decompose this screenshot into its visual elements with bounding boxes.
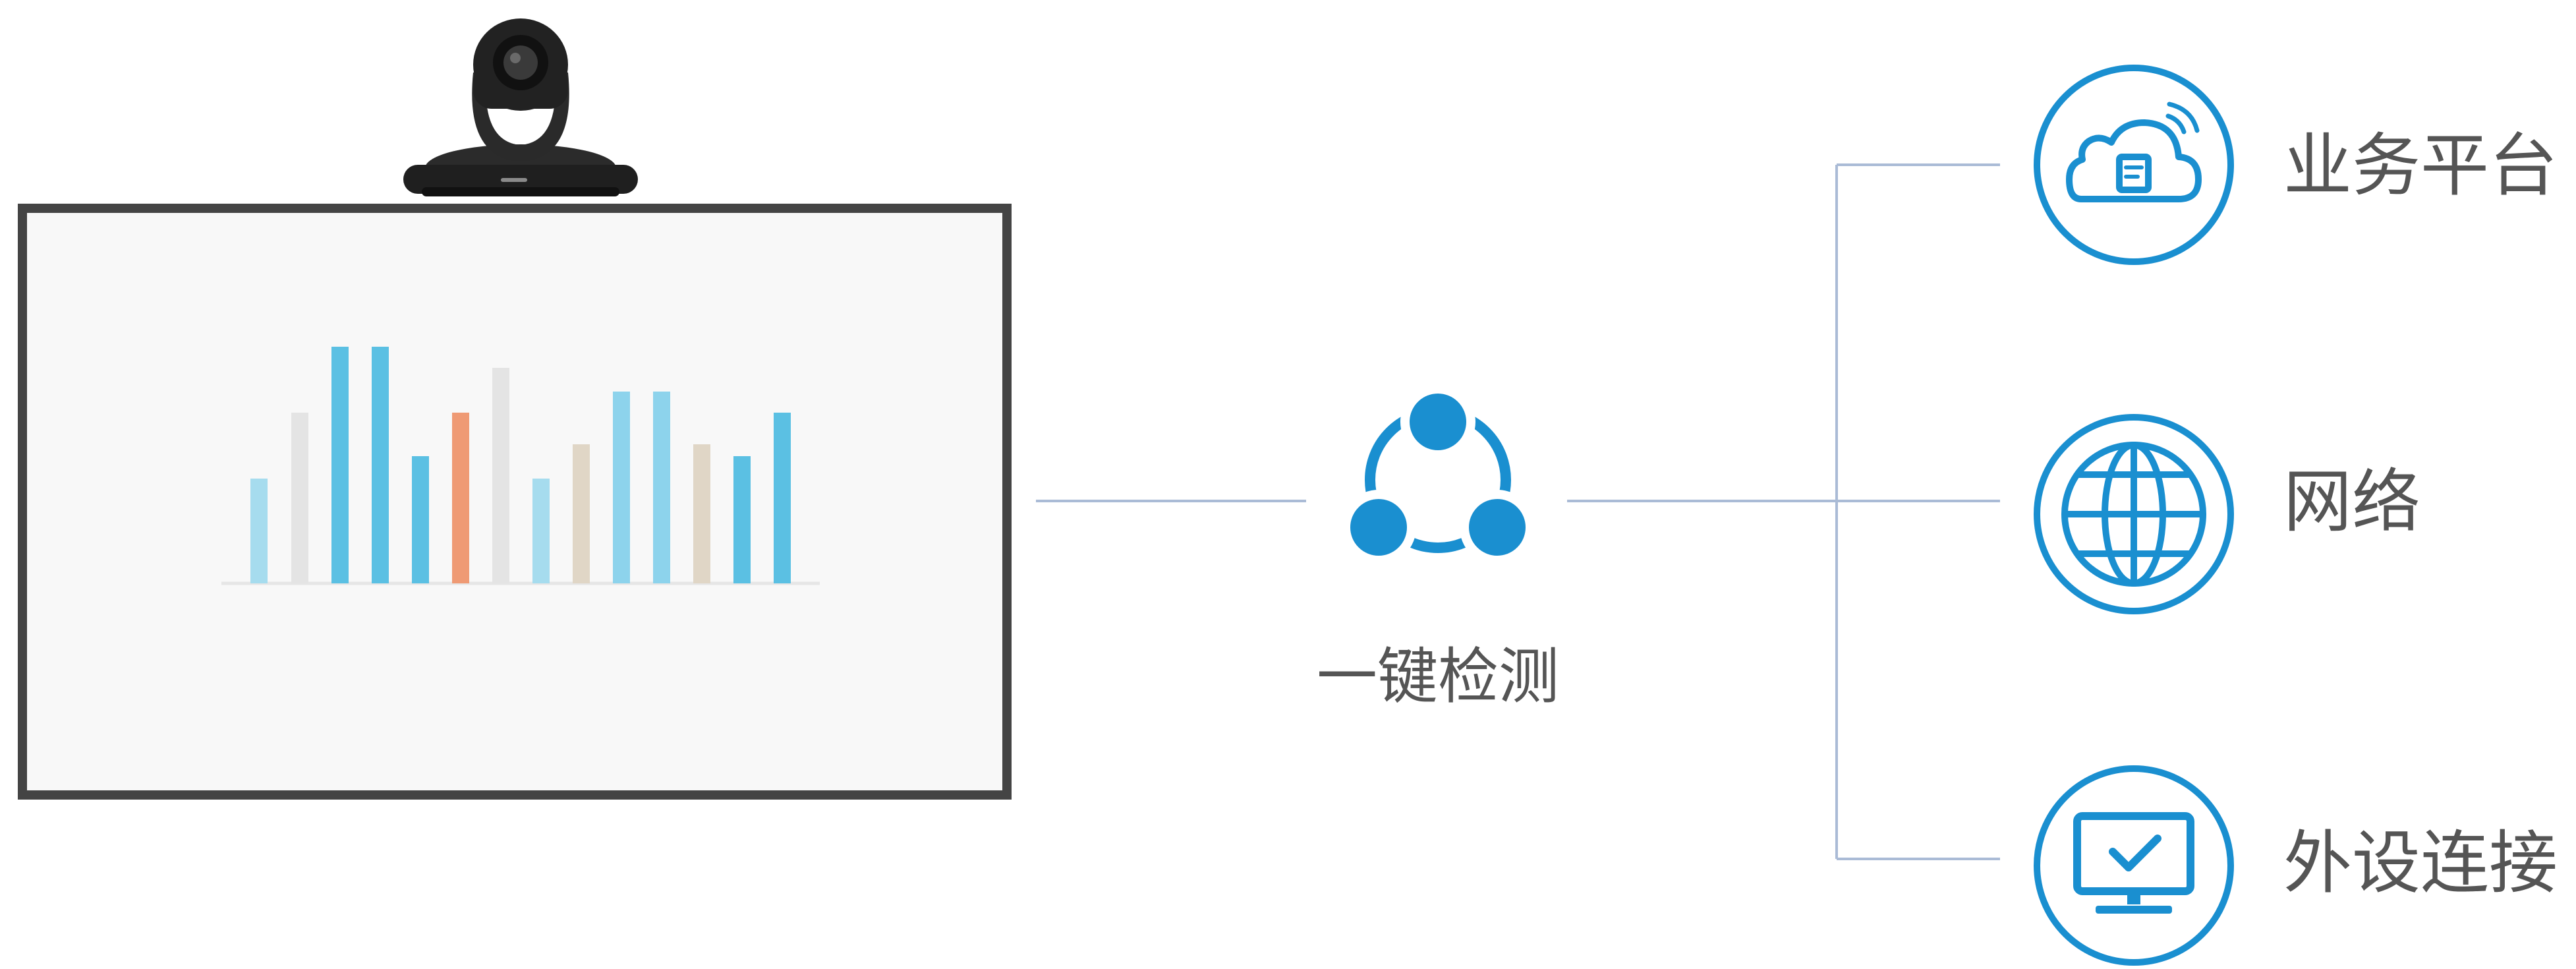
monitor-check-icon [2073,812,2194,914]
center-node-label: 一键检测 [1317,641,1559,712]
cloud-document-icon [2066,102,2202,202]
target-label-peripheral-connection: 外设连接 [2283,823,2558,903]
center-node: 一键检测 [1317,384,1559,712]
target-business-platform: 业务平台 [2034,65,2558,265]
ptz-camera-icon [403,18,638,196]
target-label-network: 网络 [2283,461,2420,542]
target-label-business-platform: 业务平台 [2283,125,2558,206]
globe-icon [2061,442,2206,587]
bar-graph-icon [221,347,820,585]
target-peripheral-connection: 外设连接 [2034,765,2558,966]
display-frame [18,204,1012,800]
share-network-icon [1341,384,1535,565]
target-network: 网络 [2034,414,2420,614]
connector-lines [1036,163,2000,860]
display-device [18,18,1012,800]
